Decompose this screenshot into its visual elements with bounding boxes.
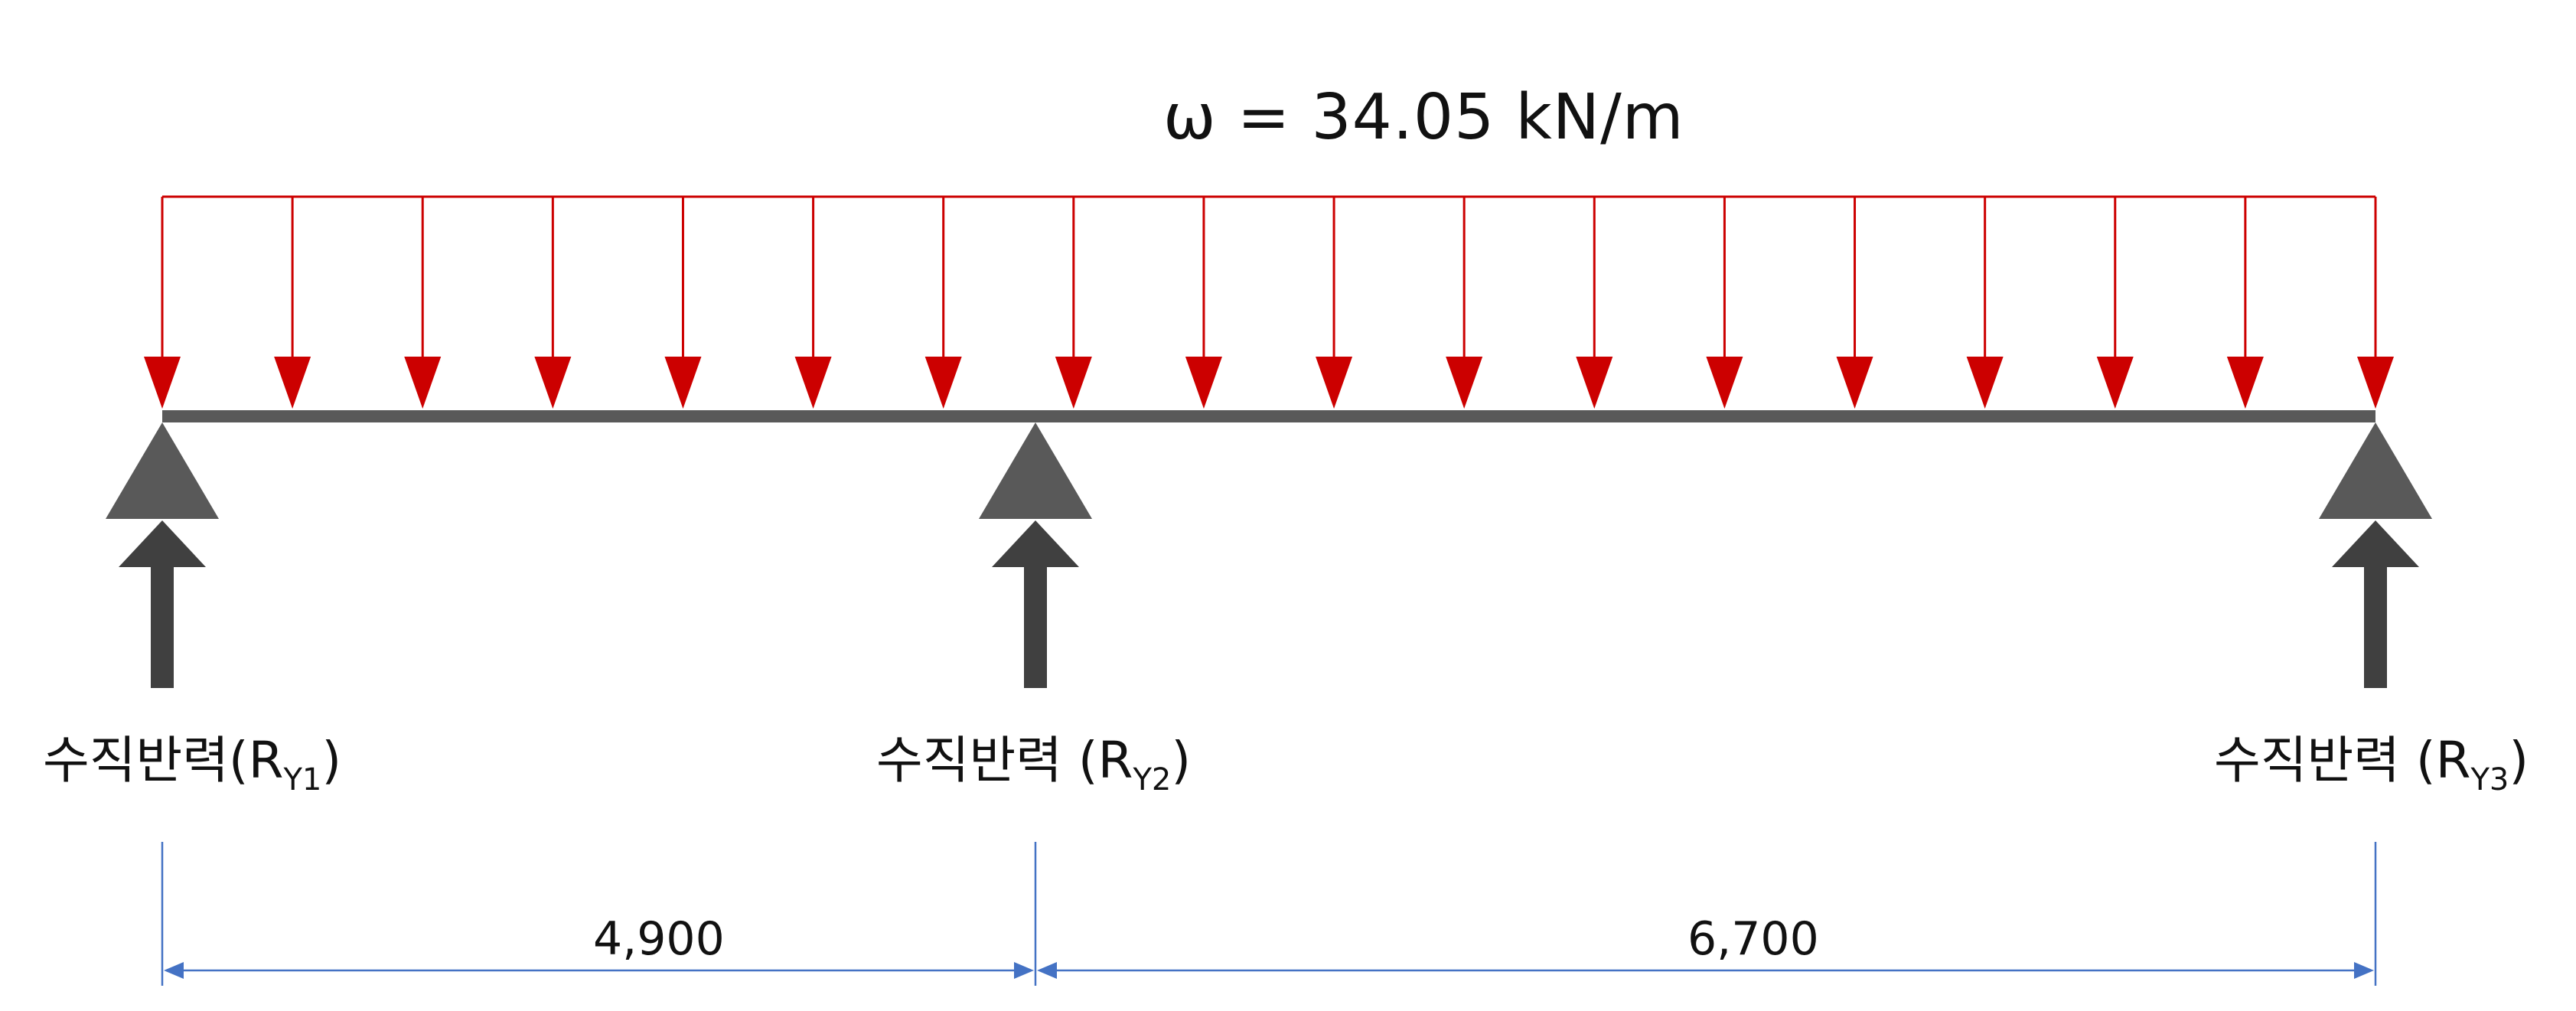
reaction-label-3-subscript: Y3 [2470,762,2509,797]
support-3 [2319,422,2432,519]
dimension-lines [161,842,2377,986]
load-arrow-head [1576,357,1613,409]
reaction-arrow-2-head [992,520,1079,567]
supports [106,422,2432,688]
load-arrow-head [2096,357,2134,409]
span-1-label: 4,900 [593,912,725,966]
reaction-arrow-1-shaft [151,567,174,688]
load-label: ω = 34.05 kN/m [1163,81,1684,154]
support-2 [979,422,1092,519]
reaction-label-3: 수직반력 (RY3) [2214,719,2529,797]
distributed-load [144,195,2394,409]
load-arrow-head [274,357,311,409]
load-arrow-head [1316,357,1353,409]
load-arrow-head [1446,357,1483,409]
load-arrow-head [794,357,832,409]
load-arrow-head [1706,357,1743,409]
reaction-label-1-prefix: 수직반력(R [43,731,284,790]
load-arrow-head [1836,357,1873,409]
reaction-label-3-suffix: ) [2509,731,2529,790]
reaction-arrow-3-shaft [2364,567,2387,688]
load-arrow-head [924,357,962,409]
reaction-label-2-subscript: Y2 [1133,762,1172,797]
reaction-label-3-prefix: 수직반력 (R [2214,731,2471,790]
load-arrow-head [1966,357,2004,409]
reaction-label-1-suffix: ) [321,731,342,790]
reaction-label-2: 수직반력 (RY2) [876,719,1192,797]
load-arrow-head [144,357,181,409]
reaction-label-1-subscript: Y1 [283,762,322,797]
span-2-label: 6,700 [1687,912,1819,966]
dimension-arrow-left-2 [1037,962,1057,979]
support-1 [106,422,219,519]
load-arrow-head [2357,357,2394,409]
dimension-arrow-right-2 [2354,962,2374,979]
dimension-arrow-right-1 [1014,962,1034,979]
load-arrow-head [534,357,572,409]
reaction-arrow-2-shaft [1024,567,1047,688]
reaction-arrow-3-head [2332,520,2419,567]
load-arrow-head [404,357,442,409]
reaction-label-1: 수직반력(RY1) [43,719,342,797]
reaction-arrow-1-head [119,520,206,567]
load-arrow-head [1055,357,1092,409]
reaction-label-2-suffix: ) [1171,731,1192,790]
beam [162,410,2375,422]
dimension-arrow-left-1 [164,962,184,979]
load-arrow-head [1185,357,1222,409]
load-arrow-head [664,357,702,409]
load-arrow-head [2226,357,2264,409]
reaction-label-2-prefix: 수직반력 (R [876,731,1133,790]
